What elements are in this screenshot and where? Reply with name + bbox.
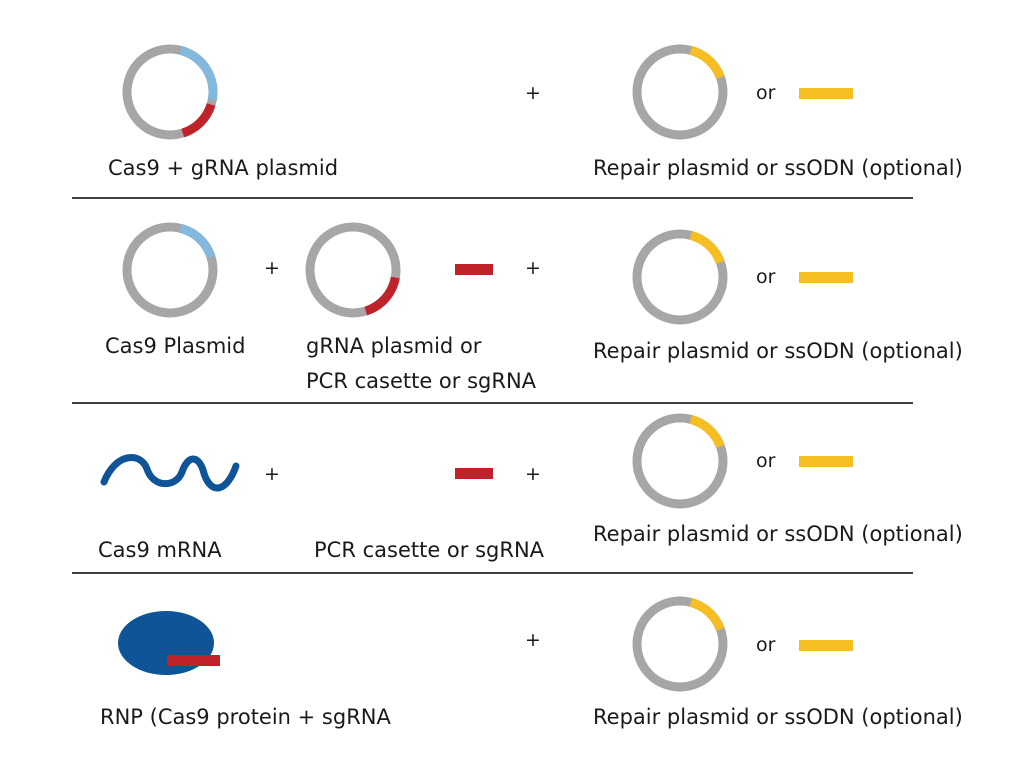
mrna-wave-icon — [100, 454, 240, 492]
repair-label: Repair plasmid or ssODN (optional) — [593, 156, 963, 180]
repair-label: Repair plasmid or ssODN (optional) — [593, 705, 963, 729]
cas9-grna-plasmid-icon — [122, 44, 218, 140]
grna-plasmid-label-line-1: gRNA plasmid or — [306, 334, 482, 358]
plus-sign: + — [264, 463, 280, 485]
plus-sign: + — [525, 629, 541, 651]
ssodn-bar-icon — [799, 640, 853, 651]
plus-sign: + — [525, 82, 541, 104]
or-label: or — [756, 450, 776, 472]
repair-plasmid-icon — [632, 413, 728, 509]
cas9-mrna-label: Cas9 mRNA — [98, 538, 222, 562]
pcr-casette-bar-icon — [455, 264, 493, 275]
row-4: + or RNP (Cas9 protein + sgRNA Repair pl… — [100, 596, 963, 729]
repair-label: Repair plasmid or ssODN (optional) — [593, 522, 963, 546]
rnp-complex-icon — [118, 611, 220, 675]
row-1: Cas9 + gRNA plasmid + or Repair plasmid … — [108, 44, 963, 180]
pcr-casette-bar-icon — [455, 468, 493, 479]
or-label: or — [756, 266, 776, 288]
grna-plasmid-icon — [305, 222, 401, 318]
ssodn-bar-icon — [799, 88, 853, 99]
rnp-label: RNP (Cas9 protein + sgRNA — [100, 705, 392, 729]
grna-plasmid-label-line-2: PCR casette or sgRNA — [306, 369, 537, 393]
sgrna-bar-icon — [167, 655, 220, 666]
cas9-grna-plasmid-label: Cas9 + gRNA plasmid — [108, 156, 338, 180]
repair-plasmid-icon — [632, 596, 728, 692]
repair-label: Repair plasmid or ssODN (optional) — [593, 339, 963, 363]
repair-plasmid-icon — [632, 229, 728, 325]
pcr-sgrna-label: PCR casette or sgRNA — [314, 538, 545, 562]
cas9-plasmid-label: Cas9 Plasmid — [105, 334, 245, 358]
repair-plasmid-icon — [632, 44, 728, 140]
ssodn-bar-icon — [799, 456, 853, 467]
row-3: + + or Cas9 mRNA PCR casette or sgRNA Re… — [98, 413, 963, 562]
plus-sign: + — [525, 463, 541, 485]
plus-sign: + — [264, 257, 280, 279]
row-2: + + or Cas9 Plasmid gRNA plasmid or PCR … — [105, 222, 963, 393]
cas9-plasmid-icon — [122, 222, 218, 318]
plus-sign: + — [525, 257, 541, 279]
ssodn-bar-icon — [799, 272, 853, 283]
or-label: or — [756, 82, 776, 104]
or-label: or — [756, 634, 776, 656]
